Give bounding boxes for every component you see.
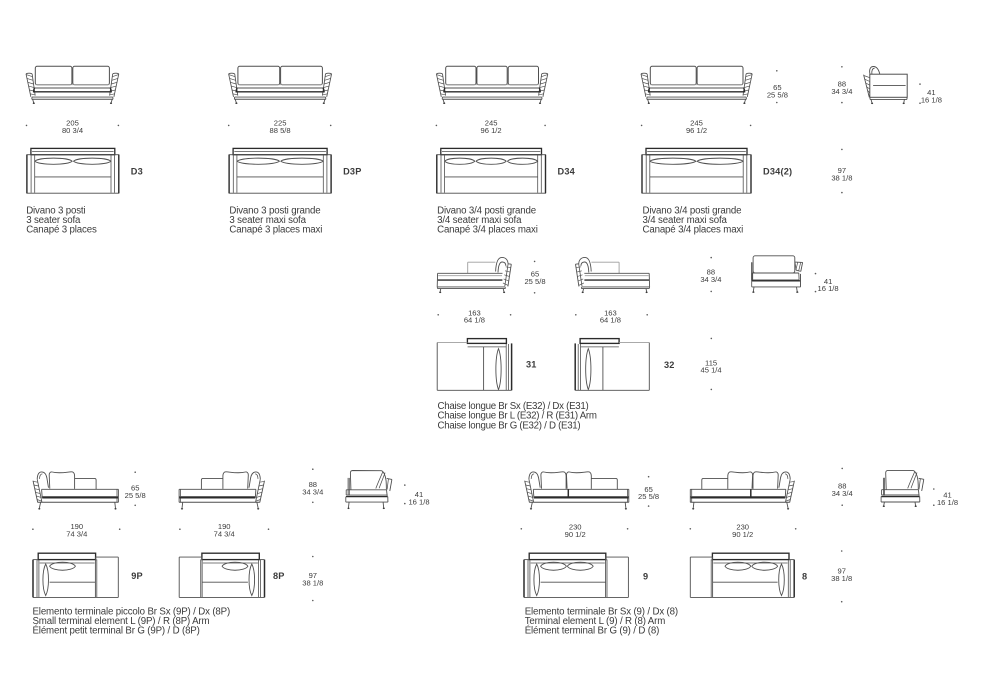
svg-text:38 1/8: 38 1/8 xyxy=(302,578,323,587)
svg-text:Divano 3 posti grande: Divano 3 posti grande xyxy=(229,206,320,217)
svg-text:34 3/4: 34 3/4 xyxy=(302,487,323,496)
svg-text:Élément terminal Br G (9) / D: Élément terminal Br G (9) / D (8) xyxy=(525,626,659,637)
svg-text:3 seater sofa: 3 seater sofa xyxy=(26,215,81,226)
svg-text:Élément petit terminal Br G (9: Élément petit terminal Br G (9P) / D (8P… xyxy=(33,626,200,637)
svg-text:Chaise longue Br L (E32) / R (: Chaise longue Br L (E32) / R (E31) Arm xyxy=(438,411,597,422)
svg-text:Elemento terminale piccolo Br: Elemento terminale piccolo Br Sx (9P) / … xyxy=(33,607,231,618)
svg-text:88: 88 xyxy=(838,481,846,490)
svg-text:97: 97 xyxy=(309,571,317,580)
svg-text:190: 190 xyxy=(218,522,231,531)
svg-text:90 1/2: 90 1/2 xyxy=(732,530,753,539)
svg-text:225: 225 xyxy=(274,119,287,128)
svg-text:16 1/8: 16 1/8 xyxy=(921,96,942,105)
svg-text:245: 245 xyxy=(690,119,703,128)
svg-text:8: 8 xyxy=(802,572,807,582)
svg-text:Chaise longue Br G (E32) / D (: Chaise longue Br G (E32) / D (E31) xyxy=(438,420,581,431)
svg-text:D34(2): D34(2) xyxy=(763,166,792,176)
svg-text:41: 41 xyxy=(415,490,423,499)
svg-text:80 3/4: 80 3/4 xyxy=(62,126,83,135)
svg-text:64 1/8: 64 1/8 xyxy=(464,316,485,325)
svg-text:3/4 seater maxi sofa: 3/4 seater maxi sofa xyxy=(643,215,728,226)
svg-text:230: 230 xyxy=(569,523,582,532)
svg-text:Divano 3 posti: Divano 3 posti xyxy=(26,206,85,217)
svg-text:205: 205 xyxy=(66,119,79,128)
svg-text:65: 65 xyxy=(644,485,652,494)
svg-text:3 seater maxi sofa: 3 seater maxi sofa xyxy=(229,215,306,226)
svg-text:Canapé 3 places: Canapé 3 places xyxy=(26,225,97,236)
svg-text:163: 163 xyxy=(604,308,617,317)
svg-text:96 1/2: 96 1/2 xyxy=(686,126,707,135)
svg-text:74 3/4: 74 3/4 xyxy=(66,530,87,539)
svg-text:38 1/8: 38 1/8 xyxy=(831,574,852,583)
svg-text:41: 41 xyxy=(927,88,935,97)
svg-text:16 1/8: 16 1/8 xyxy=(408,497,429,506)
svg-text:25 5/8: 25 5/8 xyxy=(524,277,545,286)
svg-text:Chaise longue Br Sx (E32) / Dx: Chaise longue Br Sx (E32) / Dx (E31) xyxy=(438,401,589,412)
svg-text:Divano 3/4 posti grande: Divano 3/4 posti grande xyxy=(437,206,536,217)
svg-text:90 1/2: 90 1/2 xyxy=(565,530,586,539)
svg-text:96 1/2: 96 1/2 xyxy=(481,126,502,135)
svg-text:D3P: D3P xyxy=(343,166,361,176)
svg-text:97: 97 xyxy=(838,166,846,175)
svg-text:D34: D34 xyxy=(558,166,576,176)
svg-text:34 3/4: 34 3/4 xyxy=(831,87,852,96)
svg-text:Terminal element L (9) / R (8): Terminal element L (9) / R (8) Arm xyxy=(525,616,666,627)
svg-text:25 5/8: 25 5/8 xyxy=(767,90,788,99)
svg-text:Elemento terminale Br Sx (9) /: Elemento terminale Br Sx (9) / Dx (8) xyxy=(525,607,678,618)
svg-text:D3: D3 xyxy=(131,166,143,176)
svg-text:163: 163 xyxy=(468,308,481,317)
svg-text:45 1/4: 45 1/4 xyxy=(701,366,722,375)
svg-text:31: 31 xyxy=(526,360,537,370)
svg-text:3/4 seater maxi sofa: 3/4 seater maxi sofa xyxy=(437,215,522,226)
svg-text:190: 190 xyxy=(70,522,83,531)
svg-text:32: 32 xyxy=(664,360,675,370)
svg-text:8P: 8P xyxy=(273,571,285,581)
svg-text:Small terminal element L (9P): Small terminal element L (9P) / R (8P) A… xyxy=(33,616,210,627)
svg-text:115: 115 xyxy=(705,358,717,367)
svg-text:38 1/8: 38 1/8 xyxy=(831,173,852,182)
svg-text:34 3/4: 34 3/4 xyxy=(832,489,853,498)
svg-text:41: 41 xyxy=(824,277,832,286)
svg-text:65: 65 xyxy=(773,83,781,92)
svg-text:9P: 9P xyxy=(131,571,143,581)
svg-text:64 1/8: 64 1/8 xyxy=(600,316,621,325)
svg-text:88: 88 xyxy=(707,268,715,277)
svg-text:97: 97 xyxy=(837,567,845,576)
svg-text:25 5/8: 25 5/8 xyxy=(125,491,146,500)
svg-text:245: 245 xyxy=(485,119,498,128)
svg-text:16 1/8: 16 1/8 xyxy=(818,284,839,293)
svg-text:34 3/4: 34 3/4 xyxy=(700,275,721,284)
svg-text:88 5/8: 88 5/8 xyxy=(270,126,291,135)
svg-text:65: 65 xyxy=(131,483,139,492)
svg-text:88: 88 xyxy=(309,480,317,489)
svg-text:74 3/4: 74 3/4 xyxy=(214,530,235,539)
svg-text:9: 9 xyxy=(643,572,648,582)
svg-text:16 1/8: 16 1/8 xyxy=(937,498,958,507)
svg-text:Canapé 3/4 places maxi: Canapé 3/4 places maxi xyxy=(643,225,744,236)
svg-text:Canapé 3 places maxi: Canapé 3 places maxi xyxy=(229,225,322,236)
svg-text:Canapé 3/4 places maxi: Canapé 3/4 places maxi xyxy=(437,225,538,236)
svg-text:65: 65 xyxy=(531,269,539,278)
svg-text:25 5/8: 25 5/8 xyxy=(638,492,659,501)
svg-text:88: 88 xyxy=(838,79,846,88)
svg-text:230: 230 xyxy=(736,523,749,532)
svg-text:41: 41 xyxy=(943,491,951,500)
svg-text:Divano 3/4 posti grande: Divano 3/4 posti grande xyxy=(643,206,742,217)
